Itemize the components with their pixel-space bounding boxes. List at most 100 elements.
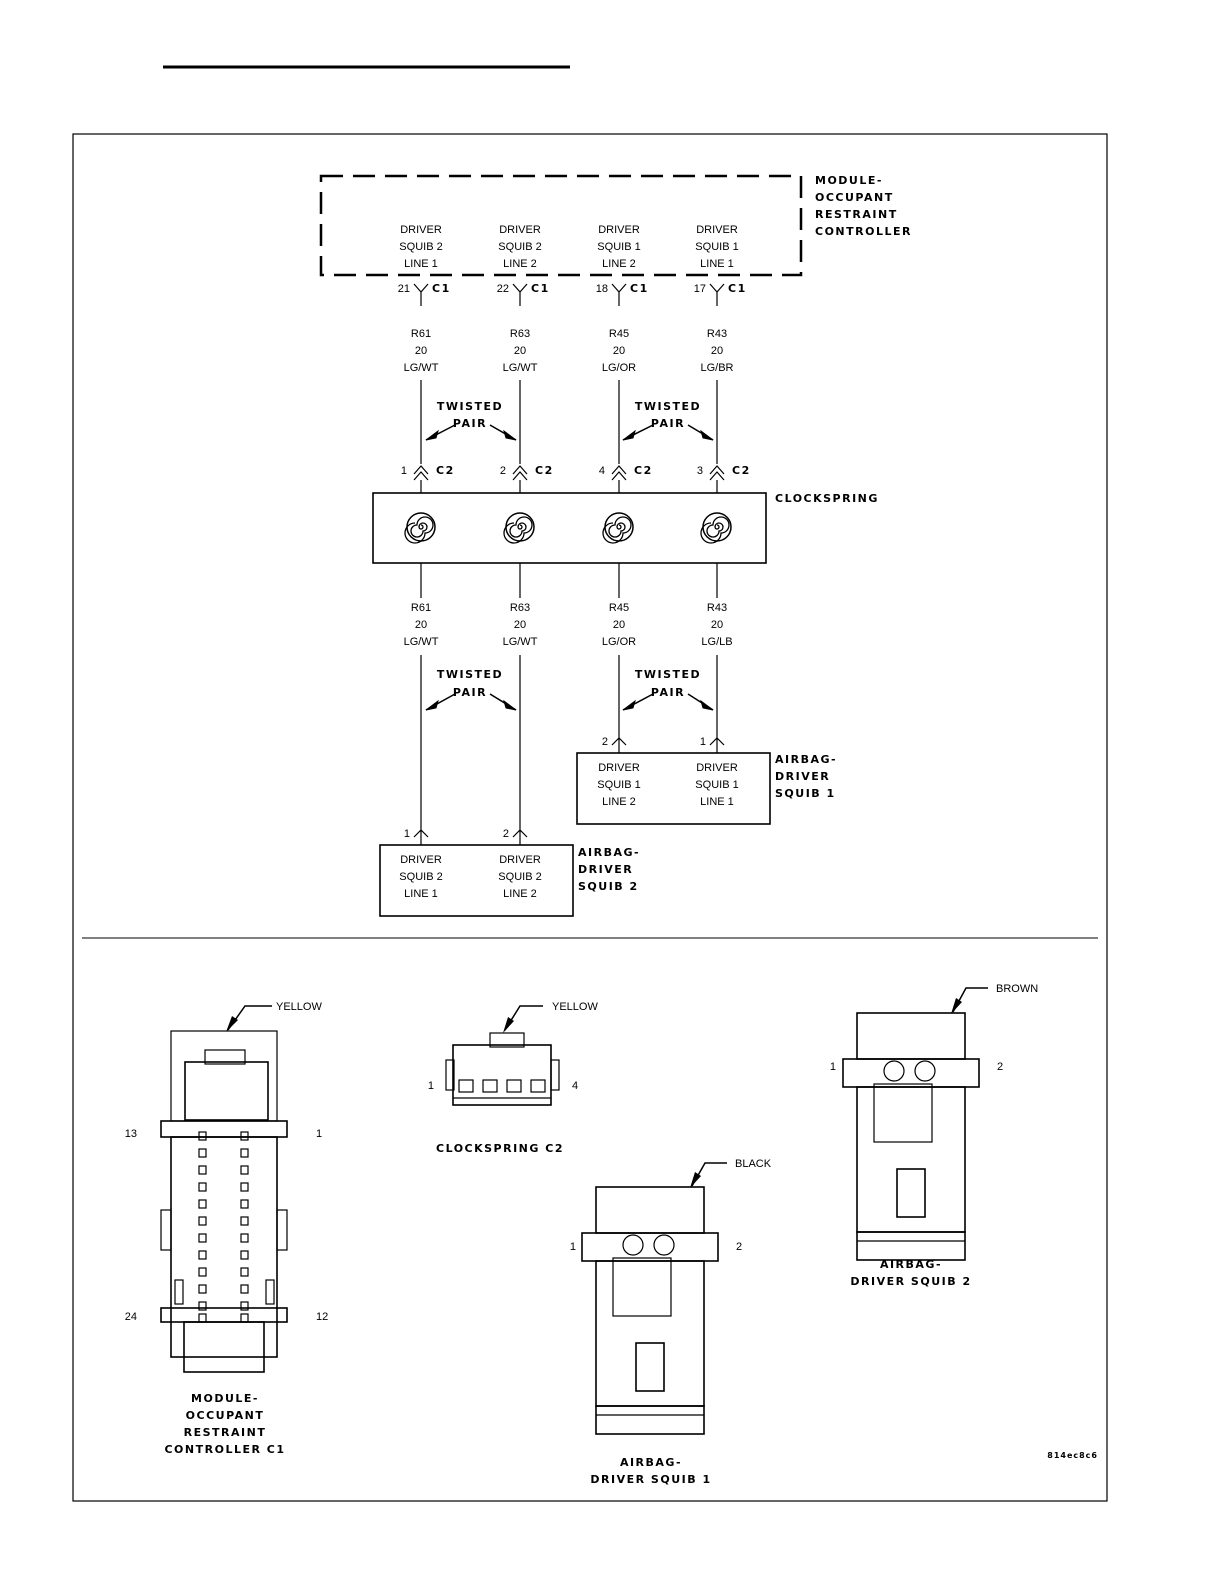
- module-title-line: MODULE-: [815, 174, 883, 187]
- wire-color: LG/BR: [700, 362, 733, 374]
- squib2-cell: LINE 2: [503, 888, 537, 900]
- squib2-conn-pin: 2: [997, 1061, 1003, 1073]
- twisted-pair-callout: TWISTED PAIR: [425, 400, 517, 441]
- squib2-connector: [842, 987, 988, 1261]
- squib1-cell: LINE 1: [700, 796, 734, 808]
- wire-circuit: R63: [510, 602, 530, 614]
- orc-c1-color: YELLOW: [276, 1001, 322, 1013]
- orc-c1-cavities: [198, 1131, 249, 1323]
- squib1-title-line: AIRBAG-: [775, 753, 837, 766]
- pair-label: PAIR: [453, 417, 487, 430]
- c2-pin-number: 1: [401, 465, 407, 477]
- squib2-conn-caption: DRIVER SQUIB 2: [850, 1275, 971, 1288]
- squib1-connector: [581, 1162, 727, 1435]
- module-circuit-label: LINE 1: [404, 258, 438, 270]
- wire-gauge: 20: [613, 345, 625, 357]
- orc-c1-pin-label: 13: [125, 1128, 137, 1140]
- clockspring-spirals: [404, 512, 732, 544]
- module-title-line: CONTROLLER: [815, 225, 912, 238]
- wire-color: LG/OR: [602, 636, 636, 648]
- orc-c1-connector: [160, 1005, 288, 1373]
- wire-gauge: 20: [514, 345, 526, 357]
- upper-wires: [420, 380, 718, 464]
- pair-label: PAIR: [453, 686, 487, 699]
- squib1-cell: SQUIB 1: [597, 779, 640, 791]
- squib2-cell: SQUIB 2: [399, 871, 442, 883]
- module-circuit-label: DRIVER: [400, 224, 442, 236]
- squib2-cell: DRIVER: [499, 854, 541, 866]
- c1-connector-id: C1: [630, 282, 649, 295]
- squib2-conn-pin: 1: [830, 1061, 836, 1073]
- module-circuit-label: DRIVER: [696, 224, 738, 236]
- lower-wires-upper: [420, 563, 718, 598]
- squib1-title-line: SQUIB 1: [775, 787, 836, 800]
- wire-color: LG/WT: [404, 362, 439, 374]
- squib2-title: AIRBAG- DRIVER SQUIB 2: [578, 846, 640, 893]
- squib1-pin-number: 1: [700, 736, 706, 748]
- wire-gauge: 20: [613, 619, 625, 631]
- twisted-pair-callout: TWISTED PAIR: [622, 668, 714, 711]
- wire-color: LG/WT: [503, 636, 538, 648]
- squib2-conn-color: BROWN: [996, 983, 1038, 995]
- c2-connector-id: C2: [535, 464, 554, 477]
- wire-color: LG/WT: [404, 636, 439, 648]
- twisted-pair-callout: TWISTED PAIR: [425, 668, 517, 711]
- c1-pin-number: 18: [596, 283, 608, 295]
- clockspring-c2-connector: [445, 1005, 560, 1106]
- clockspring-c2-pin-label: 4: [572, 1080, 578, 1092]
- wire-gauge: 20: [711, 345, 723, 357]
- orc-c1-pin-label: 24: [125, 1311, 137, 1323]
- module-circuit-label: SQUIB 2: [498, 241, 541, 253]
- twisted-label: TWISTED: [635, 668, 701, 681]
- squib1-title-line: DRIVER: [775, 770, 830, 783]
- squib2-pin-number: 2: [503, 828, 509, 840]
- twisted-pair-callout: TWISTED PAIR: [622, 400, 714, 441]
- squib1-box: [576, 752, 771, 825]
- squib1-conn-caption: DRIVER SQUIB 1: [590, 1473, 711, 1486]
- squib1-pin-number: 2: [602, 736, 608, 748]
- squib2-pin-number: 1: [404, 828, 410, 840]
- squib1-cell: LINE 2: [602, 796, 636, 808]
- wire-color: LG/OR: [602, 362, 636, 374]
- squib1-title: AIRBAG- DRIVER SQUIB 1: [775, 753, 837, 800]
- c1-pins: 21 C1 22 C1 18 C1 17 C1: [398, 282, 745, 306]
- module-title-line: OCCUPANT: [815, 191, 894, 204]
- wire-gauge: 20: [415, 345, 427, 357]
- wire-gauge: 20: [415, 619, 427, 631]
- module-circuit-label: SQUIB 1: [597, 241, 640, 253]
- squib2-conn-caption: AIRBAG-: [880, 1258, 942, 1271]
- pair-label: PAIR: [651, 686, 685, 699]
- c2-connector-id: C2: [732, 464, 751, 477]
- orc-c1-pin-label: 12: [316, 1311, 328, 1323]
- module-circuit-label: DRIVER: [598, 224, 640, 236]
- squib1-conn-color: BLACK: [735, 1158, 772, 1170]
- orc-c1-pin-label: 1: [316, 1128, 322, 1140]
- orc-c1-caption: OCCUPANT: [186, 1409, 265, 1422]
- squib1-cell: DRIVER: [598, 762, 640, 774]
- pair-label: PAIR: [651, 417, 685, 430]
- c1-pin-number: 17: [694, 283, 706, 295]
- module-circuit-label: DRIVER: [499, 224, 541, 236]
- squib2-cell: LINE 1: [404, 888, 438, 900]
- clockspring-title: CLOCKSPRING: [775, 492, 879, 505]
- clockspring-c2-pin-label: 1: [428, 1080, 434, 1092]
- wire-circuit: R63: [510, 328, 530, 340]
- squib1-pins: 2 1: [602, 736, 725, 753]
- squib2-title-line: AIRBAG-: [578, 846, 640, 859]
- orc-c1-caption: RESTRAINT: [184, 1426, 267, 1439]
- module-circuit-label: SQUIB 2: [399, 241, 442, 253]
- squib1-cell: SQUIB 1: [695, 779, 738, 791]
- c1-pin-number: 21: [398, 283, 410, 295]
- wire-circuit: R45: [609, 328, 629, 340]
- c1-connector-id: C1: [531, 282, 550, 295]
- wire-circuit: R61: [411, 328, 431, 340]
- squib2-pins: 1 2: [404, 828, 528, 845]
- squib1-cell: DRIVER: [696, 762, 738, 774]
- c2-pin-number: 3: [697, 465, 703, 477]
- clockspring-box: [372, 492, 767, 564]
- module-circuit-label: LINE 2: [503, 258, 537, 270]
- squib2-cell: SQUIB 2: [498, 871, 541, 883]
- wire-circuit: R45: [609, 602, 629, 614]
- wire-circuit: R61: [411, 602, 431, 614]
- c1-connector-id: C1: [432, 282, 451, 295]
